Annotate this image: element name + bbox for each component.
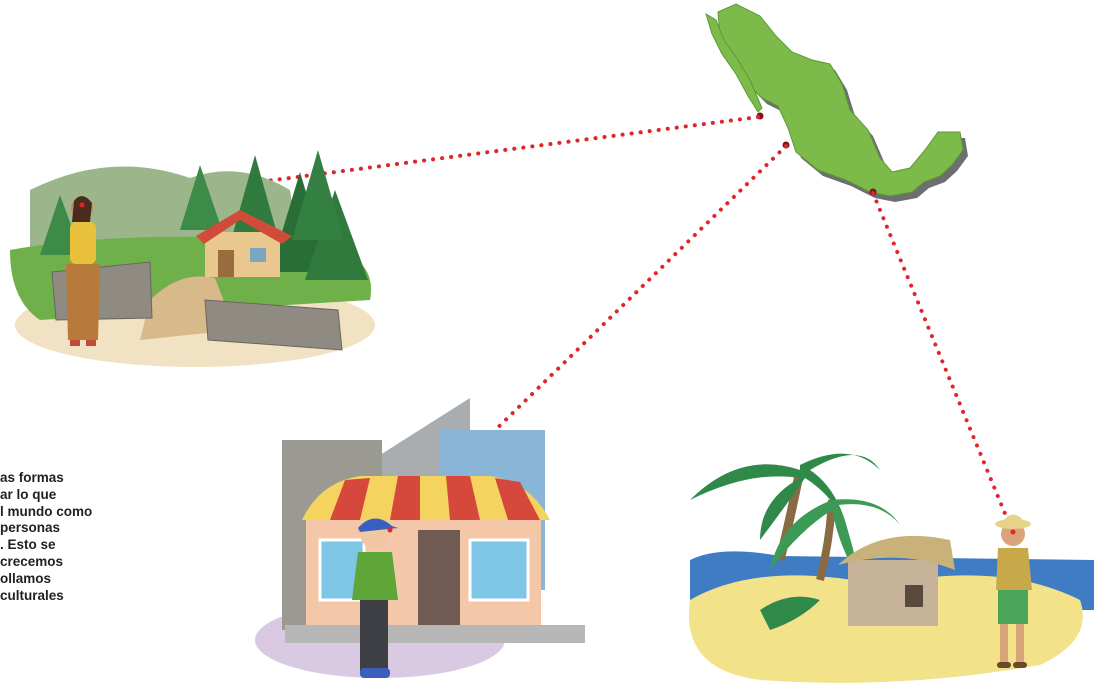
- caption-line: ar lo que: [0, 487, 140, 504]
- connector-beach: [873, 193, 1013, 533]
- caption-line: l mundo como: [0, 504, 140, 521]
- caption-line: culturales: [0, 588, 140, 605]
- city-storefront-scene: [255, 398, 585, 678]
- caption-line: ollamos: [0, 571, 140, 588]
- caption-line: as formas: [0, 470, 140, 487]
- caption-line: . Esto se: [0, 537, 140, 554]
- forest-village-scene: [10, 150, 375, 367]
- caption-line: personas: [0, 520, 140, 537]
- caption-text: as formas ar lo que l mundo como persona…: [0, 470, 140, 604]
- mexico-map-icon: [706, 4, 968, 202]
- tropical-beach-scene: [689, 454, 1094, 683]
- caption-line: crecemos: [0, 554, 140, 571]
